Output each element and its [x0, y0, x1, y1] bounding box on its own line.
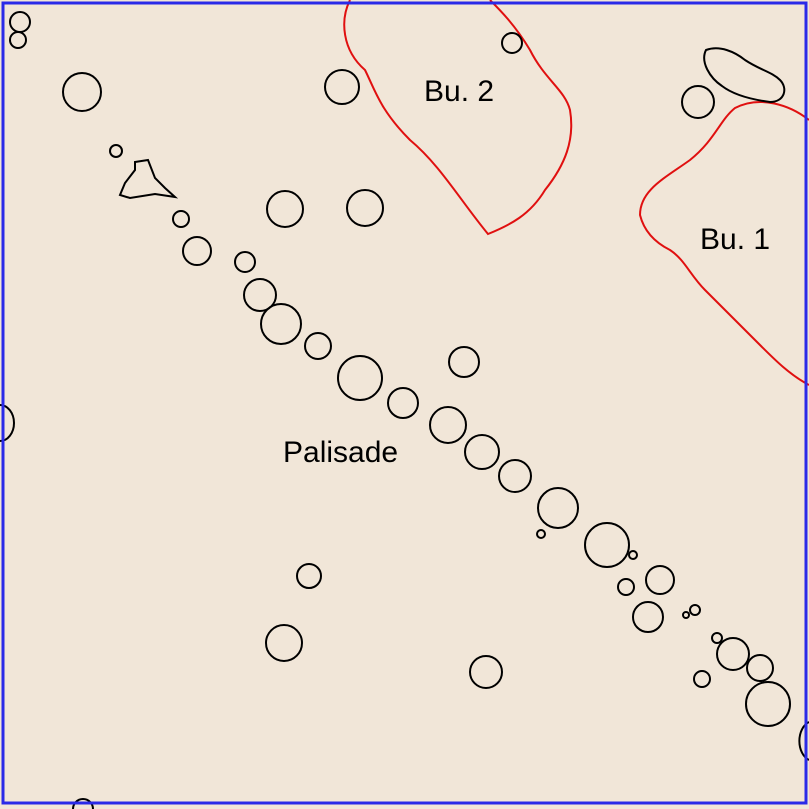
post-mold: [537, 487, 579, 529]
palisade-label: Palisade: [283, 436, 398, 469]
post-mold: [645, 565, 675, 595]
post-mold: [536, 529, 546, 539]
burial-2-outline: [343, 0, 573, 236]
post-molds: [9, 11, 791, 727]
post-mold: [172, 210, 190, 228]
post-mold: [617, 578, 635, 596]
post-mold: [182, 236, 212, 266]
post-mold: [9, 31, 27, 49]
post-mold: [632, 601, 664, 633]
post-mold: [584, 522, 630, 568]
post-mold: [681, 85, 715, 119]
post-mold: [745, 681, 791, 727]
post-mold: [689, 604, 701, 616]
post-mold: [243, 278, 277, 312]
post-mold: [746, 654, 774, 682]
post-mold: [260, 303, 302, 345]
post-mold: [387, 387, 419, 419]
post-mold: [501, 32, 523, 54]
post-mold: [62, 72, 102, 112]
irregular-feature-ne: [703, 47, 786, 104]
post-mold: [711, 632, 723, 644]
post-mold: [346, 189, 384, 227]
post-mold: [498, 459, 532, 493]
irregular-feature-nw: [118, 158, 179, 200]
post-mold: [337, 355, 383, 401]
post-mold: [682, 611, 690, 619]
post-mold: [266, 190, 304, 228]
edge-feature-south: [72, 798, 94, 809]
post-mold: [324, 69, 360, 105]
edge-feature-west: [0, 404, 15, 442]
post-mold: [628, 550, 638, 560]
post-mold: [693, 670, 711, 688]
post-mold: [448, 346, 480, 378]
post-mold: [265, 624, 303, 662]
post-mold: [429, 406, 467, 444]
post-mold: [234, 251, 256, 273]
post-mold: [296, 563, 322, 589]
post-mold: [464, 434, 500, 470]
post-mold: [109, 144, 123, 158]
burial-1-outline: [638, 101, 809, 386]
burial-1-label: Bu. 1: [700, 223, 770, 256]
post-mold: [716, 637, 750, 671]
post-mold: [304, 332, 332, 360]
burial-2-label: Bu. 2: [424, 75, 494, 108]
post-mold: [469, 655, 503, 689]
